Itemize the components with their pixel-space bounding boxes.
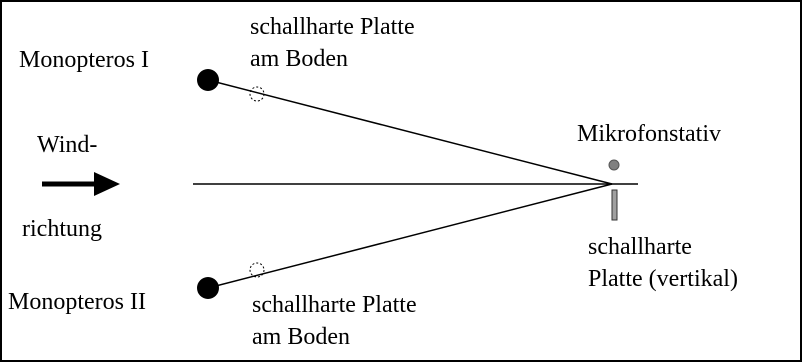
wind-arrow-icon xyxy=(94,172,120,196)
vertical-plate-label-2: Platte (vertikal) xyxy=(588,266,738,292)
path-line-bottom xyxy=(207,183,613,289)
mic-stand-label: Mikrofonstativ xyxy=(577,121,721,147)
mic-stand-marker xyxy=(608,159,620,171)
floor-plate-top-label-2: am Boden xyxy=(250,46,348,72)
monopteros-2-label: Monopteros II xyxy=(8,289,146,315)
floor-plate-top-label-1: schallharte Platte xyxy=(250,14,415,40)
floor-plate-bottom-marker xyxy=(249,262,265,278)
floor-plate-bottom-label-1: schallharte Platte xyxy=(252,292,417,318)
vertical-plate-marker xyxy=(611,189,618,221)
floor-plate-bottom-label-2: am Boden xyxy=(252,324,350,350)
floor-plate-top-marker xyxy=(249,86,265,102)
path-line-top xyxy=(207,79,613,185)
wind-label-1: Wind- xyxy=(37,132,98,158)
wind-label-2: richtung xyxy=(22,216,102,242)
monopteros-1-label: Monopteros I xyxy=(19,47,149,73)
monopteros-2-source xyxy=(197,277,219,299)
monopteros-1-source xyxy=(197,69,219,91)
vertical-plate-label-1: schallharte xyxy=(588,234,692,260)
